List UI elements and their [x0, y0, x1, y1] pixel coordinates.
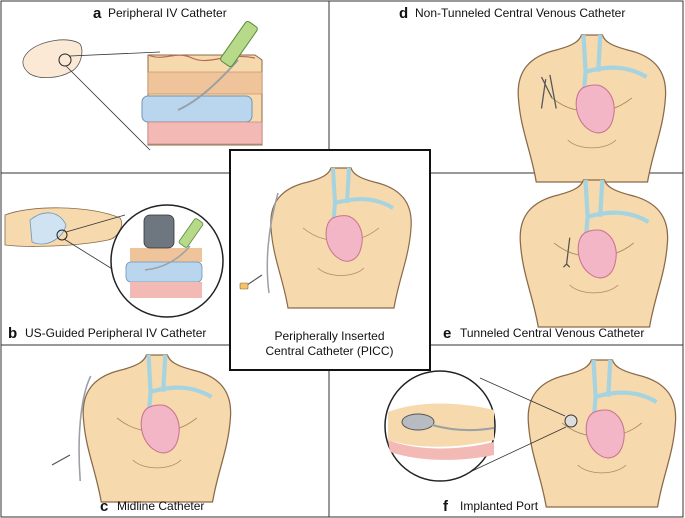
panel-b-label: US-Guided Peripheral IV Catheter [25, 326, 206, 340]
panel-d-label: Non-Tunneled Central Venous Catheter [415, 6, 625, 20]
panel-c-illustration [78, 355, 231, 502]
panel-f-label: Implanted Port [460, 499, 539, 513]
panel-c-label: Midline Catheter [117, 499, 204, 513]
panel-e-illustration [520, 180, 667, 327]
panel-c-hub [51, 454, 71, 466]
panel-e-label: Tunneled Central Venous Catheter [460, 326, 644, 340]
panel-a-letter: a [93, 5, 102, 22]
panel-center-box [229, 149, 431, 371]
panel-a-illustration [22, 21, 263, 151]
panel-f-letter: f [443, 498, 449, 515]
panel-d-illustration [518, 35, 665, 182]
panel-d-letter: d [399, 5, 408, 22]
center-caption: Peripherally Inserted Central Catheter (… [232, 329, 427, 359]
panel-b-illustration [4, 204, 224, 318]
panel-a-label: Peripheral IV Catheter [108, 6, 227, 20]
panel-c-letter: c [100, 498, 108, 515]
panel-e-letter: e [443, 325, 451, 342]
panel-b-letter: b [8, 325, 17, 342]
center-caption-line1: Peripherally Inserted [274, 329, 385, 343]
center-caption-line2: Central Catheter (PICC) [265, 344, 394, 358]
panel-f-illustration [384, 360, 676, 507]
